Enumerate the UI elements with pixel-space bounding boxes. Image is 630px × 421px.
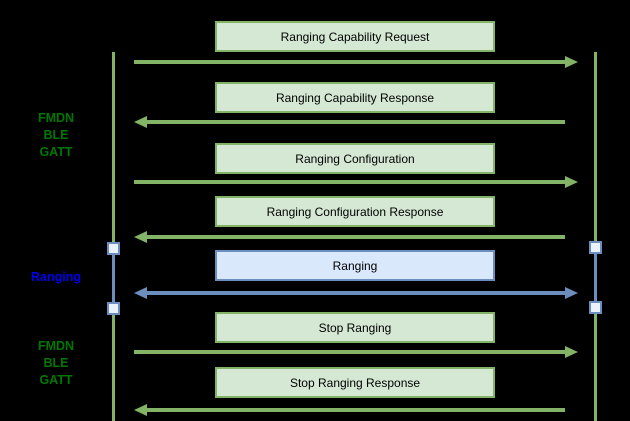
phase-label-line: GATT xyxy=(39,145,73,159)
message-box-stop-ranging-response: Stop Ranging Response xyxy=(215,367,495,398)
arrow-line xyxy=(134,180,565,184)
ranging-start-marker-right xyxy=(589,241,602,254)
message-label: Stop Ranging xyxy=(318,320,392,335)
arrowhead-right-icon xyxy=(565,346,578,358)
arrowhead-right-icon xyxy=(565,287,578,299)
arrowhead-left-icon xyxy=(134,231,147,243)
arrowhead-right-icon xyxy=(565,176,578,188)
arrow-ranging-capability-response xyxy=(134,116,565,128)
arrow-line xyxy=(147,235,565,239)
message-box-ranging-configuration-response: Ranging Configuration Response xyxy=(215,196,495,227)
message-label: Stop Ranging Response xyxy=(289,375,421,390)
arrowhead-left-icon xyxy=(134,287,147,299)
phase-label-fmdn-ble-gatt-bottom: FMDN BLE GATT xyxy=(11,338,101,389)
message-box-ranging-capability-response: Ranging Capability Response xyxy=(215,82,495,113)
arrow-line xyxy=(134,350,565,354)
arrow-line xyxy=(147,120,565,124)
phase-label-ranging: Ranging xyxy=(31,270,81,284)
phase-label-line: GATT xyxy=(39,373,73,387)
arrowhead-left-icon xyxy=(134,404,147,416)
message-label: Ranging Capability Request xyxy=(280,29,430,44)
message-label: Ranging xyxy=(332,258,378,273)
phase-label-line: BLE xyxy=(43,128,69,142)
right-lifeline-ranging-segment xyxy=(594,247,597,307)
phase-label-fmdn-ble-gatt-top: FMDN BLE GATT xyxy=(11,110,101,161)
message-box-ranging: Ranging xyxy=(215,250,495,281)
message-box-ranging-configuration: Ranging Configuration xyxy=(215,143,495,174)
arrowhead-right-icon xyxy=(565,56,578,68)
arrow-ranging-capability-request xyxy=(134,56,578,68)
arrowhead-left-icon xyxy=(134,116,147,128)
message-label: Ranging Capability Response xyxy=(275,90,435,105)
arrow-ranging-configuration-response xyxy=(134,231,565,243)
ranging-start-marker-left xyxy=(107,242,120,255)
message-label: Ranging Configuration Response xyxy=(266,204,444,219)
message-label: Ranging Configuration xyxy=(295,151,415,166)
arrow-line xyxy=(147,291,565,295)
left-lifeline xyxy=(112,52,115,421)
message-box-stop-ranging: Stop Ranging xyxy=(215,312,495,343)
arrow-stop-ranging xyxy=(134,346,578,358)
arrow-stop-ranging-response xyxy=(134,404,565,416)
ranging-end-marker-left xyxy=(107,302,120,315)
ranging-end-marker-right xyxy=(589,301,602,314)
arrow-ranging-bidirectional xyxy=(134,287,578,299)
phase-label-line: BLE xyxy=(43,356,69,370)
left-lifeline-ranging-segment xyxy=(112,248,115,308)
phase-label-line: FMDN xyxy=(37,339,75,353)
phase-label-line: FMDN xyxy=(37,111,75,125)
arrow-line xyxy=(147,408,565,412)
arrow-line xyxy=(134,60,565,64)
message-box-ranging-capability-request: Ranging Capability Request xyxy=(215,21,495,52)
arrow-ranging-configuration xyxy=(134,176,578,188)
right-lifeline xyxy=(594,52,597,421)
